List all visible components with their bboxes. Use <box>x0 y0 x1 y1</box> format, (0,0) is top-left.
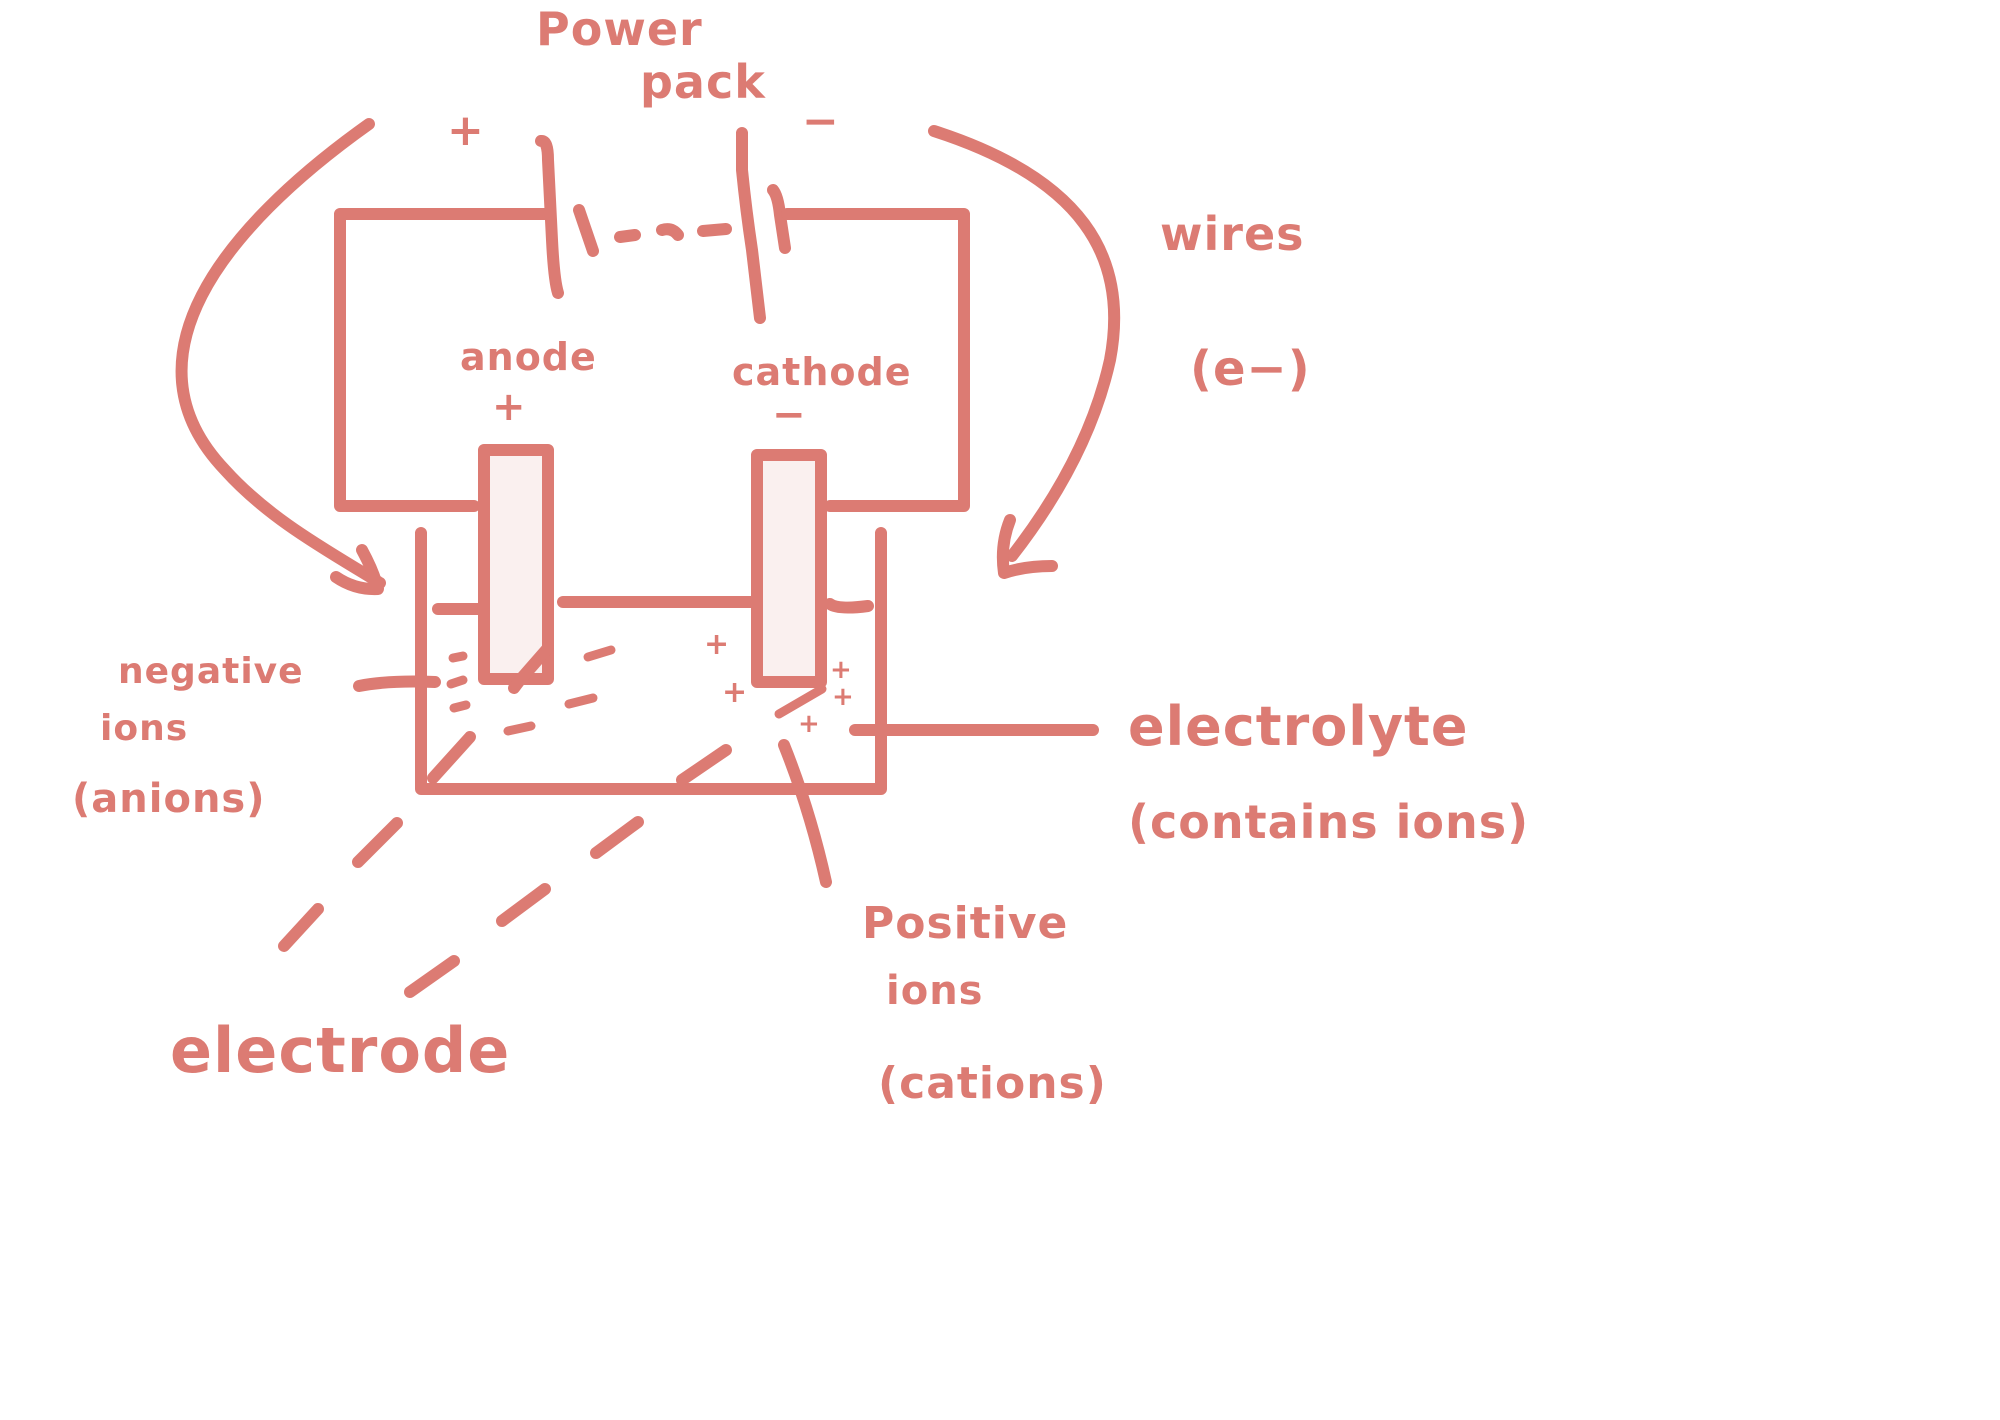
cathode-minus-sign: − <box>772 392 806 438</box>
cathode-plate <box>751 449 827 688</box>
positive-ions-label-line2: ions <box>886 968 983 1014</box>
cation-sign: + <box>798 709 820 739</box>
negative-ions-label-line1: negative <box>118 651 304 692</box>
electrolysis-diagram: + + + + + + − + − Power pack anode catho… <box>72 2 1529 1109</box>
negative-ions-label-line2: ions <box>100 708 188 749</box>
circuit-wires <box>334 208 970 512</box>
cation-sign: + <box>722 675 747 710</box>
power-pack-symbol <box>535 127 791 324</box>
power-pack-label-line1: Power <box>536 2 703 56</box>
electrolyte-label-line2: (contains ions) <box>1128 795 1529 849</box>
electrolyte-label-line1: electrolyte <box>1128 695 1468 758</box>
positive-ions-label-line1: Positive <box>862 898 1068 949</box>
anode-plus-sign: + <box>492 384 526 430</box>
cation-sign: + <box>832 682 854 712</box>
cations-group: + + + + + <box>704 627 854 739</box>
power-minus-sign: − <box>802 96 839 147</box>
positive-ions-label-line3: (cations) <box>878 1058 1107 1109</box>
negative-ions-label-line3: (anions) <box>72 776 266 822</box>
anions-group <box>446 645 616 736</box>
pointer-lines <box>278 675 1099 998</box>
cation-sign: + <box>704 627 729 662</box>
anode-label: anode <box>460 335 597 379</box>
anode-plate <box>478 444 554 694</box>
cathode-label: cathode <box>732 350 911 394</box>
left-curved-arrow <box>175 118 386 596</box>
cation-sign: + <box>830 655 852 685</box>
right-curved-arrow <box>928 125 1121 579</box>
power-pack-label-line2: pack <box>640 55 766 109</box>
electrolyte-container <box>415 527 887 795</box>
electron-label: (e−) <box>1190 341 1311 397</box>
electrode-label: electrode <box>170 1014 510 1087</box>
wires-label: wires <box>1160 207 1305 261</box>
power-plus-sign: + <box>447 105 484 156</box>
